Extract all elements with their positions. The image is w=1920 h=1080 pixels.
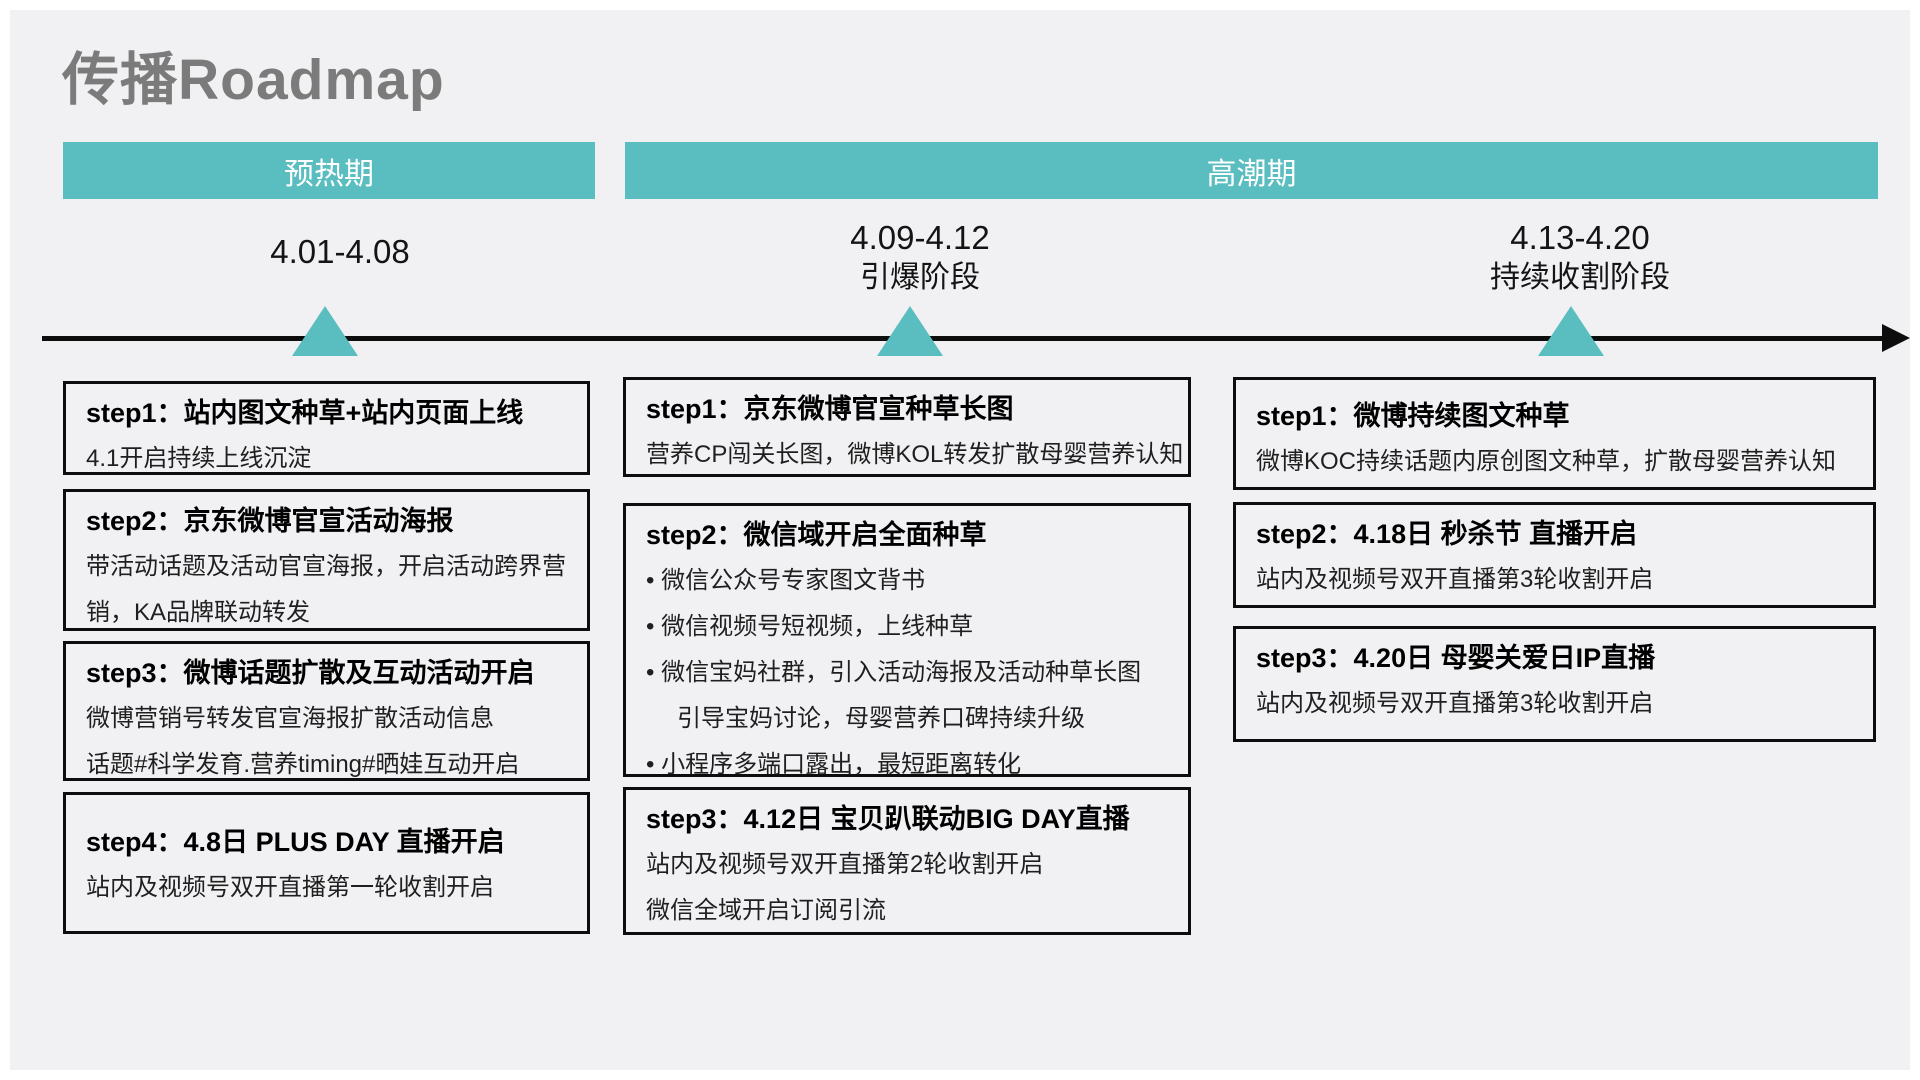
step-line: 微信全域开启订阅引流: [646, 897, 886, 924]
arrowhead-icon: [1882, 324, 1910, 352]
step-line: 4.1开启持续上线沉淀: [86, 445, 312, 472]
step-line: 站内及视频号双开直播第3轮收割开启: [1256, 690, 1654, 717]
step-box: step1：站内图文种草+站内页面上线 4.1开启持续上线沉淀: [63, 381, 590, 475]
milestone-1-date: 4.01-4.08: [270, 233, 410, 270]
step-title: step2：京东微博官宣活动海报: [86, 506, 454, 536]
step-title: step4：4.8日 PLUS DAY 直播开启: [86, 827, 505, 857]
milestone-3-stage: 持续收割阶段: [1490, 261, 1670, 294]
milestone-3: 4.13-4.20 持续收割阶段: [1400, 218, 1760, 298]
step-line: 站内及视频号双开直播第一轮收割开启: [86, 874, 494, 901]
step-line: 微博KOC持续话题内原创图文种草，扩散母婴营养认知: [1256, 448, 1837, 475]
step-box: step3：4.12日 宝贝趴联动BIG DAY直播 站内及视频号双开直播第2轮…: [623, 787, 1191, 935]
page-title: 传播Roadmap: [62, 34, 445, 116]
step-box: step3：4.20日 母婴关爱日IP直播 站内及视频号双开直播第3轮收割开启: [1233, 626, 1876, 742]
step-box: step2：4.18日 秒杀节 直播开启 站内及视频号双开直播第3轮收割开启: [1233, 502, 1876, 608]
step-box: step4：4.8日 PLUS DAY 直播开启 站内及视频号双开直播第一轮收割…: [63, 792, 590, 934]
phase-bar-climax-label: 高潮期: [1206, 157, 1297, 191]
phase-bar-climax: 高潮期: [625, 142, 1878, 199]
step-box: step1：京东微博官宣种草长图 营养CP闯关长图，微博KOL转发扩散母婴营养认…: [623, 377, 1191, 477]
step-line: 引导宝妈讨论，母婴营养口碑持续升级: [677, 705, 1085, 732]
timeline-line: [42, 336, 1890, 341]
step-title: step1：京东微博官宣种草长图: [646, 394, 1014, 424]
step-line: 话题#科学发育.营养timing#晒娃互动开启: [86, 751, 520, 778]
step-box: step2：京东微博官宣活动海报 带活动话题及活动官宣海报，开启活动跨界营 销，…: [63, 489, 590, 631]
milestone-3-date: 4.13-4.20: [1510, 219, 1650, 256]
step-line: • 小程序多端口露出，最短距离转化: [646, 751, 1022, 778]
step-box: step1：微博持续图文种草 微博KOC持续话题内原创图文种草，扩散母婴营养认知: [1233, 377, 1876, 490]
step-title: step1：站内图文种草+站内页面上线: [86, 398, 524, 428]
step-title: step3：4.12日 宝贝趴联动BIG DAY直播: [646, 804, 1130, 834]
milestone-2-date: 4.09-4.12: [850, 219, 990, 256]
step-line: • 微信宝妈社群，引入活动海报及活动种草长图: [646, 659, 1142, 686]
milestone-1: 4.01-4.08: [190, 232, 490, 272]
step-title: step3：4.20日 母婴关爱日IP直播: [1256, 643, 1656, 673]
milestone-marker-icon: [1538, 306, 1604, 356]
step-line: • 微信视频号短视频，上线种草: [646, 613, 974, 640]
step-box: step2：微信域开启全面种草 • 微信公众号专家图文背书 • 微信视频号短视频…: [623, 503, 1191, 778]
step-line: 销，KA品牌联动转发: [86, 599, 311, 626]
step-box: step3：微博话题扩散及互动活动开启 微博营销号转发官宣海报扩散活动信息 话题…: [63, 641, 590, 781]
phase-bar-warmup-label: 预热期: [284, 157, 374, 191]
milestone-marker-icon: [877, 306, 943, 356]
step-line: 站内及视频号双开直播第3轮收割开启: [1256, 566, 1654, 593]
step-line: 带活动话题及活动官宣海报，开启活动跨界营: [86, 553, 566, 580]
step-title: step3：微博话题扩散及互动活动开启: [86, 658, 535, 688]
milestone-2: 4.09-4.12 引爆阶段: [760, 218, 1080, 298]
milestone-2-stage: 引爆阶段: [860, 261, 980, 294]
page-title-en: Roadmap: [178, 48, 445, 112]
step-line: • 微信公众号专家图文背书: [646, 567, 926, 594]
milestone-marker-icon: [292, 306, 358, 356]
slide-canvas: 传播Roadmap 预热期 高潮期 4.01-4.08 4.09-4.12 引爆…: [10, 10, 1910, 1070]
step-line: 营养CP闯关长图，微博KOL转发扩散母婴营养认知: [646, 441, 1184, 468]
step-line: 站内及视频号双开直播第2轮收割开启: [646, 851, 1044, 878]
page-title-zh: 传播: [62, 48, 178, 112]
step-title: step1：微博持续图文种草: [1256, 401, 1570, 431]
step-line: 微博营销号转发官宣海报扩散活动信息: [86, 705, 494, 732]
step-title: step2：4.18日 秒杀节 直播开启: [1256, 519, 1638, 549]
step-title: step2：微信域开启全面种草: [646, 520, 987, 550]
phase-bar-warmup: 预热期: [63, 142, 595, 199]
